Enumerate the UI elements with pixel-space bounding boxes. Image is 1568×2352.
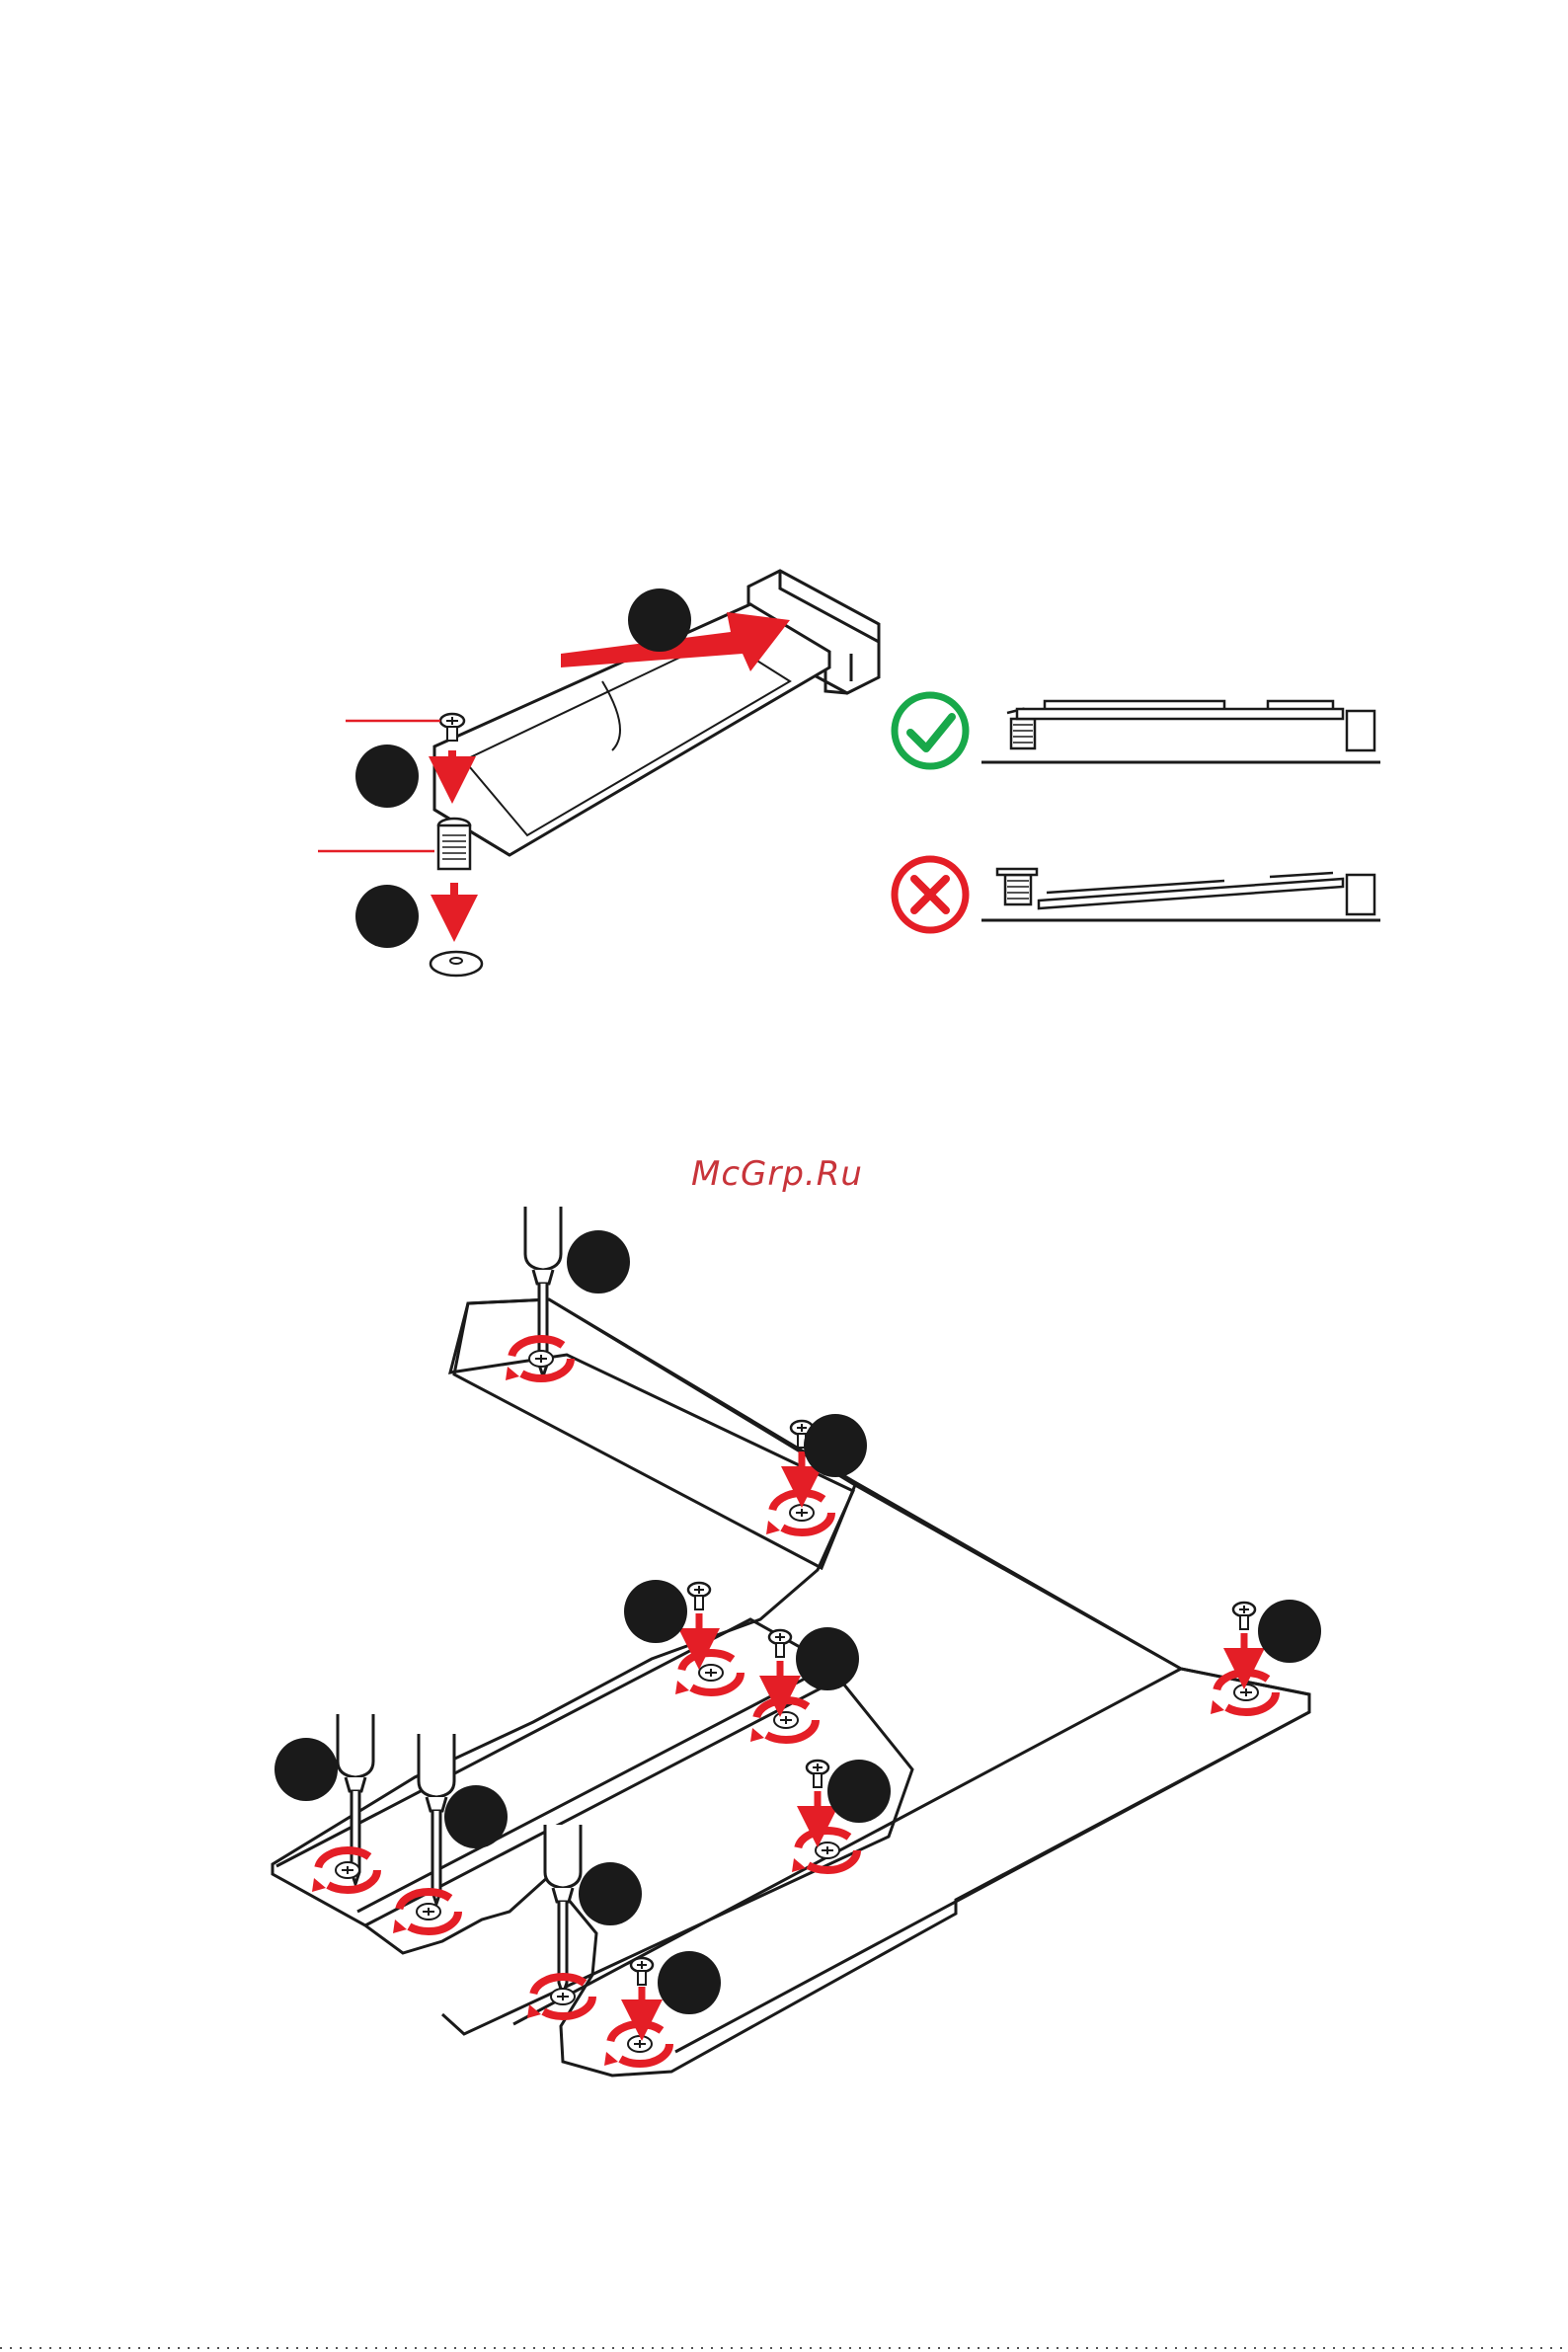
step-marker bbox=[1258, 1600, 1321, 1663]
standoff-icon bbox=[438, 819, 470, 869]
watermark-text: McGrp.Ru bbox=[691, 1154, 863, 1194]
standoff-base-icon bbox=[431, 952, 482, 976]
step-marker bbox=[355, 885, 419, 948]
m2-correct-seating bbox=[895, 695, 1380, 766]
rotate-screw-icon bbox=[766, 1493, 831, 1534]
m2-install-figure bbox=[318, 571, 879, 976]
step-marker bbox=[796, 1627, 859, 1690]
screw-icon bbox=[1233, 1603, 1255, 1629]
step-marker bbox=[628, 588, 691, 652]
step-marker bbox=[579, 1862, 642, 1925]
step-marker bbox=[804, 1414, 867, 1477]
x-circle-icon bbox=[895, 859, 966, 930]
step-marker bbox=[444, 1785, 508, 1848]
m2-slot-screws-figure bbox=[273, 1207, 1321, 2076]
check-circle-icon bbox=[895, 695, 966, 766]
step-marker bbox=[827, 1760, 891, 1823]
step-marker bbox=[658, 1951, 721, 2014]
screw-icon bbox=[688, 1583, 710, 1609]
step-marker bbox=[355, 745, 419, 808]
step-marker bbox=[624, 1580, 687, 1643]
m2-incorrect-seating bbox=[895, 859, 1380, 930]
step-marker bbox=[567, 1230, 630, 1294]
step-marker bbox=[274, 1738, 338, 1801]
